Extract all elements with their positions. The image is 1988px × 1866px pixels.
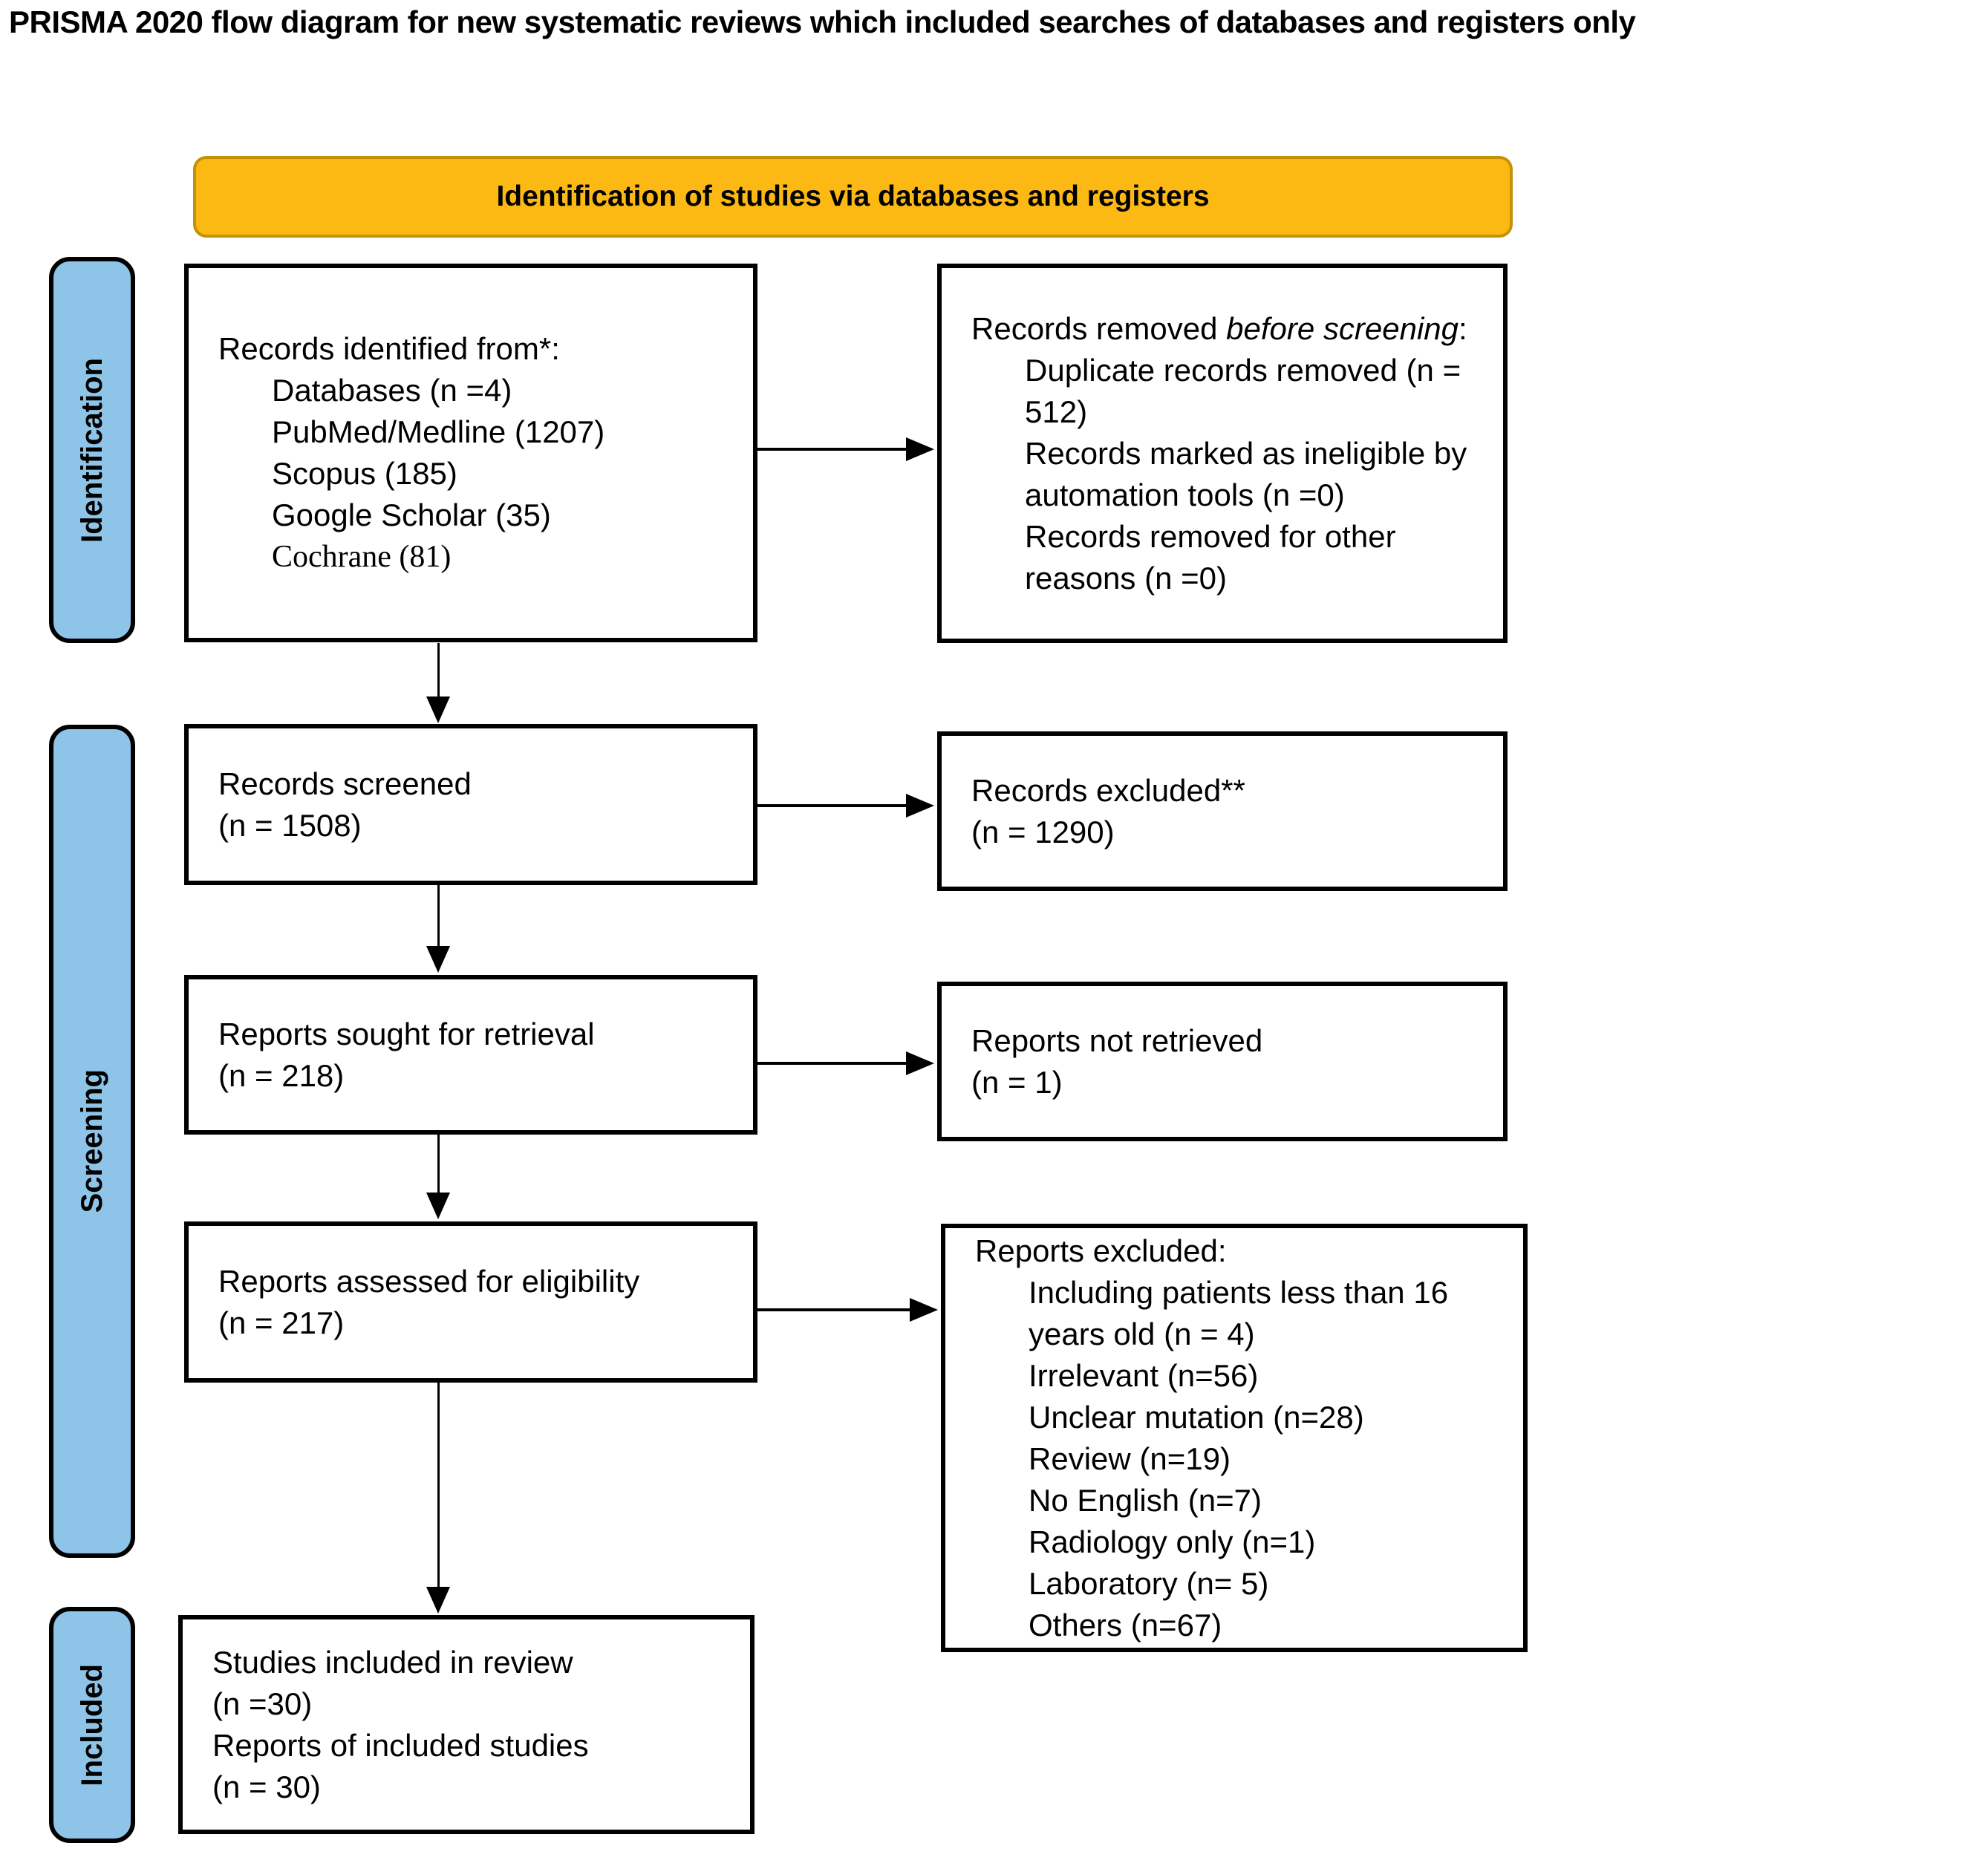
box-line: (n = 1)	[971, 1064, 1063, 1100]
box-line: (n = 218)	[218, 1057, 345, 1093]
sidebar-included: Included	[49, 1607, 135, 1843]
arrow-identified-to-screened-line	[437, 643, 440, 698]
box-line: Reports sought for retrieval	[218, 1016, 595, 1051]
box-records-excluded: Records excluded** (n = 1290)	[937, 731, 1508, 891]
arrow-screened-to-excluded-head	[906, 794, 934, 818]
list-item: Others (n=67)	[1029, 1607, 1222, 1642]
box-records-removed: Records removed before screening: Duplic…	[937, 264, 1508, 643]
list-item: Records removed for other reasons (n =0)	[1025, 518, 1396, 596]
arrow-screened-to-sought-head	[426, 946, 450, 973]
box-reports-excluded: Reports excluded: Including patients les…	[941, 1224, 1528, 1652]
box-line: Reports assessed for eligibility	[218, 1263, 640, 1299]
box-records-screened: Records screened (n = 1508)	[184, 724, 757, 885]
box-reports-not-retrieved: Reports not retrieved (n = 1)	[937, 982, 1508, 1141]
arrow-assessed-to-excluded-head	[910, 1298, 938, 1322]
list-item: No English (n=7)	[1029, 1482, 1262, 1518]
arrow-assessed-to-excluded-line	[754, 1308, 911, 1311]
sidebar-screening-label: Screening	[75, 1069, 108, 1213]
arrow-screened-to-excluded-line	[757, 804, 907, 807]
box-line: (n = 1290)	[971, 814, 1115, 849]
identification-banner: Identification of studies via databases …	[193, 156, 1513, 238]
list-item: Scopus (185)	[272, 456, 457, 491]
arrow-sought-to-notretrieved-head	[906, 1051, 934, 1075]
box-line: (n =30)	[212, 1686, 313, 1721]
box-title: Records removed before screening:	[971, 308, 1491, 350]
box-title-prefix: Records removed	[971, 310, 1227, 346]
box-line: (n = 217)	[218, 1305, 345, 1340]
list-item: Irrelevant (n=56)	[1029, 1357, 1259, 1393]
box-line: Studies included in review	[212, 1644, 573, 1680]
box-title: Reports excluded:	[975, 1233, 1227, 1268]
arrow-identified-to-removed-line	[757, 448, 907, 451]
arrow-identified-to-removed-head	[906, 437, 934, 461]
box-reports-sought: Reports sought for retrieval (n = 218)	[184, 975, 757, 1135]
box-title: Records identified from*:	[218, 331, 560, 366]
list-item: Cochrane (81)	[272, 540, 452, 574]
arrow-assessed-to-included-head	[426, 1587, 450, 1614]
list-item: Databases (n =4)	[272, 373, 512, 408]
box-line: Reports not retrieved	[971, 1022, 1263, 1058]
list-item: Review (n=19)	[1029, 1441, 1231, 1476]
box-line: (n = 1508)	[218, 807, 362, 843]
arrow-sought-to-notretrieved-line	[757, 1062, 907, 1065]
box-line: Records excluded**	[971, 772, 1245, 808]
arrow-assessed-to-included-line	[437, 1383, 440, 1588]
list-item: Google Scholar (35)	[272, 498, 551, 532]
sidebar-included-label: Included	[75, 1663, 108, 1787]
box-line: (n = 30)	[212, 1769, 321, 1804]
page-title: PRISMA 2020 flow diagram for new systema…	[9, 4, 1636, 39]
box-title-suffix: :	[1459, 310, 1467, 346]
box-reports-assessed: Reports assessed for eligibility (n = 21…	[184, 1221, 757, 1383]
list-item: Records marked as ineligible by automati…	[1025, 435, 1467, 512]
sidebar-screening: Screening	[49, 725, 135, 1558]
sidebar-identification-label: Identification	[75, 357, 108, 543]
arrow-screened-to-sought-line	[437, 885, 440, 947]
list-item: Including patients less than 16 years ol…	[1029, 1274, 1449, 1351]
list-item: Laboratory (n= 5)	[1029, 1565, 1269, 1601]
list-item: Radiology only (n=1)	[1029, 1524, 1316, 1559]
list-item: Unclear mutation (n=28)	[1029, 1399, 1364, 1435]
banner-label: Identification of studies via databases …	[496, 180, 1210, 212]
box-records-identified: Records identified from*: Databases (n =…	[184, 264, 757, 642]
arrow-sought-to-assessed-line	[437, 1135, 440, 1194]
arrow-sought-to-assessed-head	[426, 1193, 450, 1219]
arrow-identified-to-screened-head	[426, 697, 450, 723]
list-item: PubMed/Medline (1207)	[272, 414, 605, 449]
sidebar-identification: Identification	[49, 257, 135, 643]
box-line: Records screened	[218, 766, 472, 801]
box-studies-included: Studies included in review (n =30) Repor…	[178, 1615, 755, 1834]
box-title-italic: before screening	[1226, 310, 1459, 346]
box-line: Reports of included studies	[212, 1727, 589, 1763]
list-item: Duplicate records removed (n = 512)	[1025, 352, 1461, 429]
